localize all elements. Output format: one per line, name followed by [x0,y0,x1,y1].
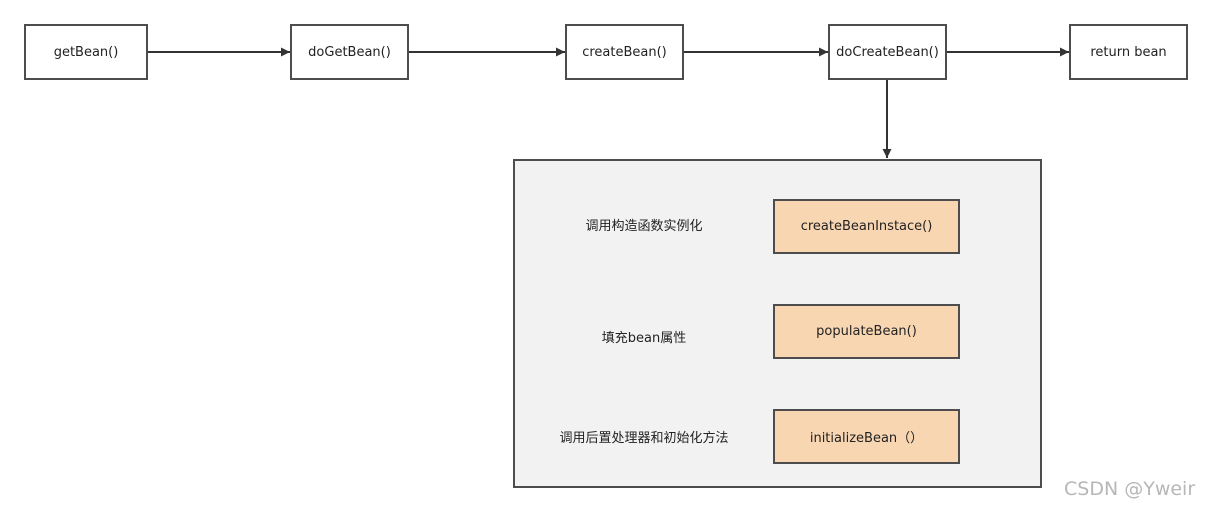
step-initialize-bean: initializeBean（） [773,409,960,464]
step-label-populate: 填充bean属性 [601,331,687,346]
node-createbean: createBean() [565,24,684,80]
node-dogetbean: doGetBean() [290,24,409,80]
docreatebean-detail-panel: 调用构造函数实例化 createBeanInstace() 填充bean属性 p… [513,159,1042,488]
node-returnbean: return bean [1069,24,1188,80]
node-docreatebean: doCreateBean() [828,24,947,80]
node-getbean: getBean() [24,24,148,80]
step-create-bean-instance: createBeanInstace() [773,199,960,254]
step-label-initialize: 调用后置处理器和初始化方法 [559,431,729,446]
step-populate-bean: populateBean() [773,304,960,359]
step-label-instantiate: 调用构造函数实例化 [585,219,703,234]
watermark: CSDN @Yweir [1064,478,1196,500]
